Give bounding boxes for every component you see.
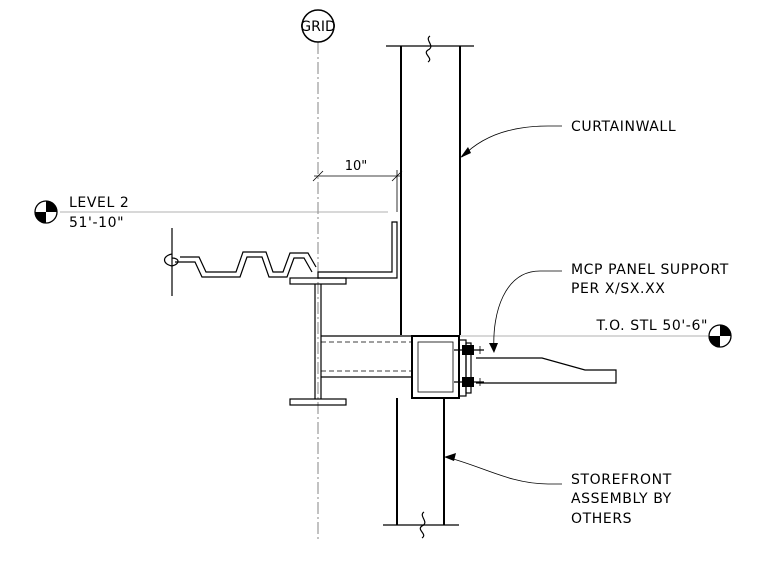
- kicker-tube: [321, 335, 412, 378]
- grid-marker: GRID: [300, 9, 336, 540]
- curtainwall-label: CURTAINWALL: [571, 119, 676, 135]
- bolted-connection: [454, 339, 484, 397]
- metal-deck: [163, 228, 317, 296]
- tube-steel: [411, 335, 460, 399]
- storefront-label-line1: STOREFRONT: [571, 472, 672, 488]
- curtainwall-mullion: [386, 35, 474, 335]
- storefront-mullion: [383, 398, 459, 539]
- level2-marker: LEVEL 2 51'-10": [34, 195, 388, 231]
- grid-bubble-icon: [301, 9, 335, 43]
- storefront-label-line2: ASSEMBLY BY: [571, 491, 672, 507]
- dimension-10in: 10": [312, 159, 403, 212]
- top-of-steel-marker: T.O. STL 50'-6": [460, 318, 732, 348]
- slab-edge-angle: [317, 221, 398, 279]
- top-of-steel-label: T.O. STL 50'-6": [596, 318, 708, 334]
- grid-label: GRID: [300, 19, 336, 35]
- steel-beam: [289, 277, 347, 406]
- leaders: [444, 125, 562, 485]
- level2-elevation: 51'-10": [69, 215, 124, 231]
- break-symbol-icon: [419, 511, 426, 539]
- break-symbol-icon: [425, 35, 432, 63]
- break-symbol-icon: [163, 253, 179, 267]
- dimension-text: 10": [345, 159, 368, 174]
- level2-name: LEVEL 2: [69, 195, 129, 211]
- mcp-label-line1: MCP PANEL SUPPORT: [571, 262, 729, 278]
- mcp-panel-support: [476, 357, 617, 384]
- mcp-label-line2: PER X/SX.XX: [571, 281, 665, 297]
- storefront-label-line3: OTHERS: [571, 511, 632, 527]
